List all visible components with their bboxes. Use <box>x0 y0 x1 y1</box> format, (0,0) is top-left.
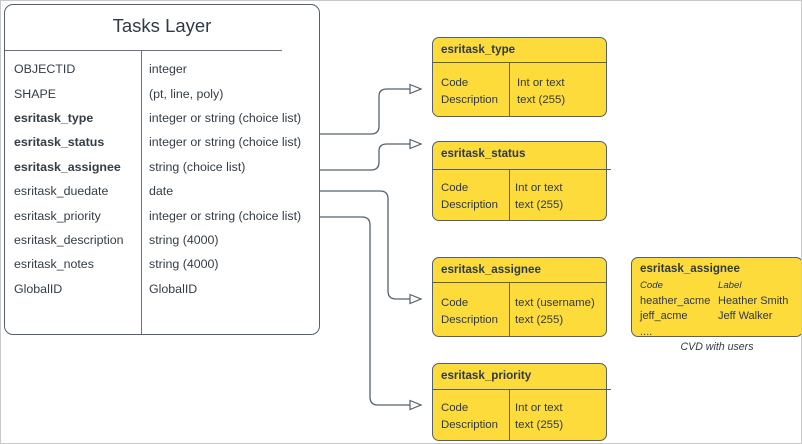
domain-box-left-column: Code Description <box>441 295 498 328</box>
domain-type-description: text (255) <box>515 198 564 211</box>
domain-type-code: Int or text <box>517 77 565 89</box>
domain-box-header-divider <box>433 62 606 64</box>
domain-box-title: esritask_priority <box>441 369 532 382</box>
field-type: string (4000) <box>149 232 219 247</box>
domain-box-esritask-priority[interactable]: esritask_priority Code Description Int o… <box>432 363 611 441</box>
field-row: esritask_assignee string (choice list) <box>5 155 319 179</box>
field-row: esritask_priority integer or string (cho… <box>5 203 319 227</box>
entity-column-divider <box>141 50 143 334</box>
domain-box-title: esritask_assignee <box>441 263 541 276</box>
cvd-caption: CVD with users <box>680 341 754 353</box>
domain-field-code: Code <box>441 182 469 194</box>
domain-field-description: Description <box>441 198 498 211</box>
field-type: integer or string (choice list) <box>149 135 302 150</box>
domain-box-right-column: text (username) text (255) <box>515 295 595 328</box>
field-row: esritask_description string (4000) <box>5 228 319 252</box>
domain-box-header-divider <box>433 282 606 284</box>
cvd-row-label: Jeff Walker <box>718 310 773 322</box>
field-type: (pt, line, poly) <box>149 86 224 101</box>
domain-box-esritask-type[interactable]: esritask_type Code Description Int or te… <box>432 37 607 117</box>
domain-box-column-divider <box>509 62 511 117</box>
cvd-row-code: .... <box>640 325 653 338</box>
cvd-row: heather_acme Heather Smith <box>640 294 788 310</box>
field-type: integer <box>149 62 187 77</box>
domain-box-right-column: Int or text text (255) <box>515 400 563 433</box>
cvd-row: jeff_acme Jeff Walker <box>640 309 788 325</box>
domain-type-code: text (username) <box>515 297 595 309</box>
field-row: GlobalID GlobalID <box>5 277 319 301</box>
domain-box-right-column: Int or text text (255) <box>515 180 563 213</box>
cvd-header-code: Code <box>640 280 663 291</box>
field-name: esritask_type <box>14 110 94 125</box>
field-type: string (choice list) <box>149 159 246 174</box>
field-row: OBJECTID integer <box>5 57 319 81</box>
cvd-sample-box[interactable]: esritask_assignee Code Label heather_acm… <box>631 257 801 340</box>
field-name: esritask_priority <box>14 208 101 223</box>
connector-priority <box>319 216 421 405</box>
domain-field-description: Description <box>441 93 498 106</box>
field-name: esritask_notes <box>14 257 94 272</box>
field-name: esritask_status <box>14 135 105 150</box>
entity-header-divider <box>5 50 282 52</box>
entity-tasks-layer[interactable]: Tasks Layer OBJECTID integer SHAPE (pt, … <box>4 4 320 335</box>
cvd-title: esritask_assignee <box>640 262 740 275</box>
field-type: integer or string (choice list) <box>149 208 302 223</box>
domain-box-title: esritask_status <box>441 147 526 160</box>
field-name: esritask_description <box>14 232 124 247</box>
domain-type-description: text (255) <box>515 313 564 326</box>
field-row: esritask_status integer or string (choic… <box>5 130 319 154</box>
domain-field-description: Description <box>441 418 498 431</box>
field-row: esritask_type integer or string (choice … <box>5 106 319 130</box>
domain-box-left-column: Code Description <box>441 400 498 433</box>
connector-status <box>319 144 421 171</box>
cvd-header-label: Label <box>718 280 742 291</box>
connector-type <box>319 89 421 135</box>
field-type: GlobalID <box>149 281 198 296</box>
cvd-row-code: jeff_acme <box>640 310 688 322</box>
cvd-row-code: heather_acme <box>640 294 711 307</box>
connector-assignee <box>319 190 421 299</box>
cvd-table: Code Label heather_acme Heather Smith je… <box>640 278 788 340</box>
domain-field-description: Description <box>441 313 498 326</box>
cvd-row: .... <box>640 325 788 341</box>
entity-title: Tasks Layer <box>112 15 212 36</box>
domain-box-right-column: Int or text text (255) <box>517 75 565 108</box>
domain-box-left-column: Code Description <box>441 75 498 108</box>
domain-box-esritask-status[interactable]: esritask_status Code Description Int or … <box>432 141 611 221</box>
domain-type-description: text (255) <box>515 418 564 431</box>
domain-box-header-divider <box>433 169 611 171</box>
field-type: integer or string (choice list) <box>149 110 302 125</box>
cvd-header-row: Code Label <box>640 278 788 294</box>
field-row: esritask_notes string (4000) <box>5 252 319 276</box>
domain-box-title: esritask_type <box>441 43 516 56</box>
domain-field-code: Code <box>441 297 469 309</box>
field-name: OBJECTID <box>14 62 76 77</box>
domain-field-code: Code <box>441 402 469 414</box>
field-name: esritask_duedate <box>14 184 109 199</box>
domain-box-column-divider <box>509 169 511 221</box>
domain-type-code: Int or text <box>515 402 563 414</box>
field-row: SHAPE (pt, line, poly) <box>5 81 319 105</box>
domain-box-left-column: Code Description <box>441 180 498 213</box>
domain-box-column-divider <box>509 282 511 337</box>
cvd-row-label: Heather Smith <box>718 294 789 307</box>
field-row: esritask_duedate date <box>5 179 319 203</box>
domain-box-column-divider <box>509 389 511 441</box>
domain-type-code: Int or text <box>515 182 563 194</box>
field-list: OBJECTID integer SHAPE (pt, line, poly) … <box>5 57 319 301</box>
field-name: esritask_assignee <box>14 159 121 174</box>
domain-box-esritask-assignee[interactable]: esritask_assignee Code Description text … <box>432 257 607 337</box>
field-name: SHAPE <box>14 86 57 101</box>
domain-type-description: text (255) <box>517 93 566 106</box>
field-name: GlobalID <box>14 281 63 296</box>
domain-box-header-divider <box>433 389 611 391</box>
field-type: date <box>149 184 174 199</box>
domain-field-code: Code <box>441 77 469 89</box>
field-type: string (4000) <box>149 257 219 272</box>
